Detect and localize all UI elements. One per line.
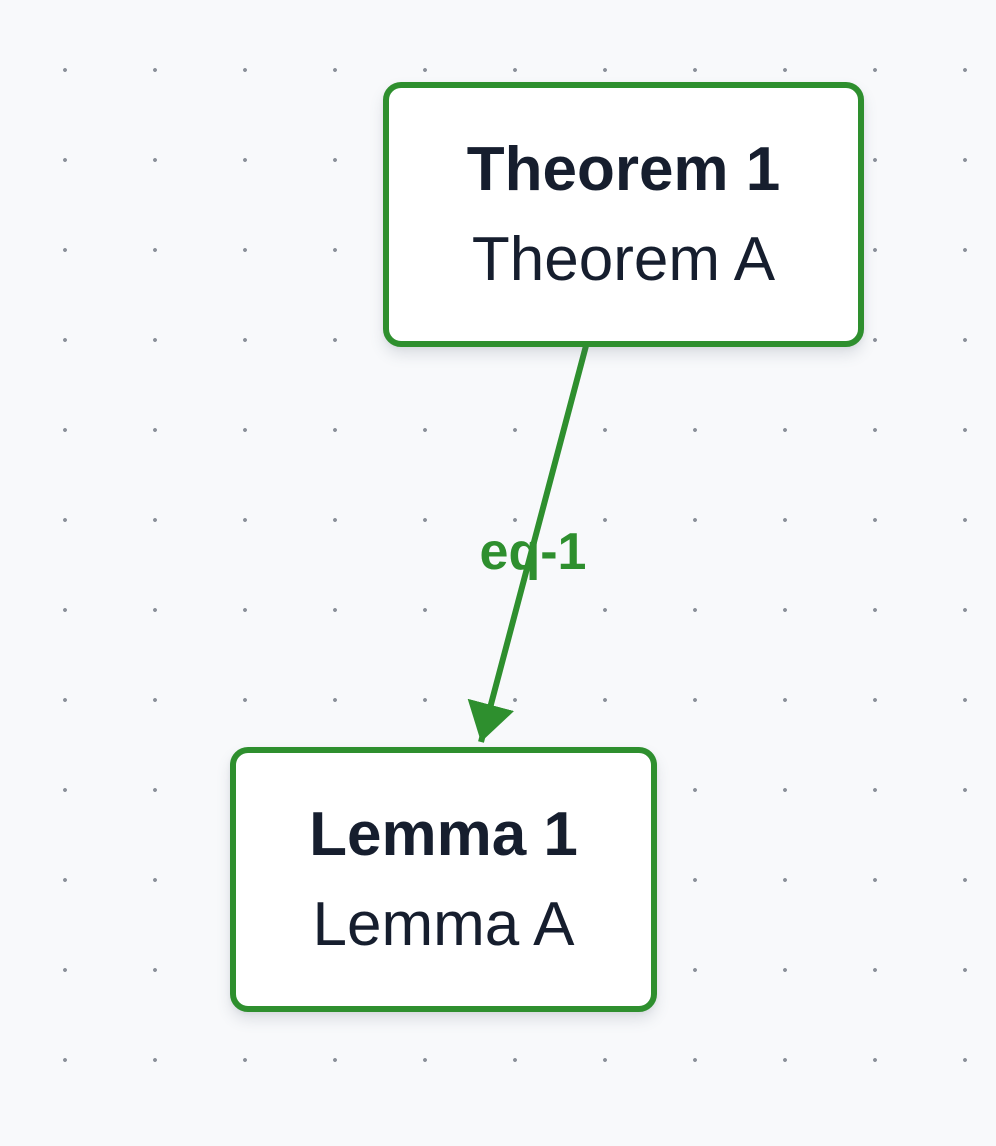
node-theorem-1[interactable]: Theorem 1 Theorem A	[383, 82, 864, 347]
node-subtitle: Theorem A	[471, 224, 776, 294]
edge-theorem-to-lemma[interactable]	[467, 341, 590, 743]
edge-label[interactable]: eq-1	[479, 523, 587, 581]
node-subtitle: Lemma A	[312, 889, 575, 959]
node-lemma-1[interactable]: Lemma 1 Lemma A	[230, 747, 657, 1012]
node-title: Theorem 1	[466, 134, 781, 204]
node-title: Lemma 1	[309, 799, 578, 869]
